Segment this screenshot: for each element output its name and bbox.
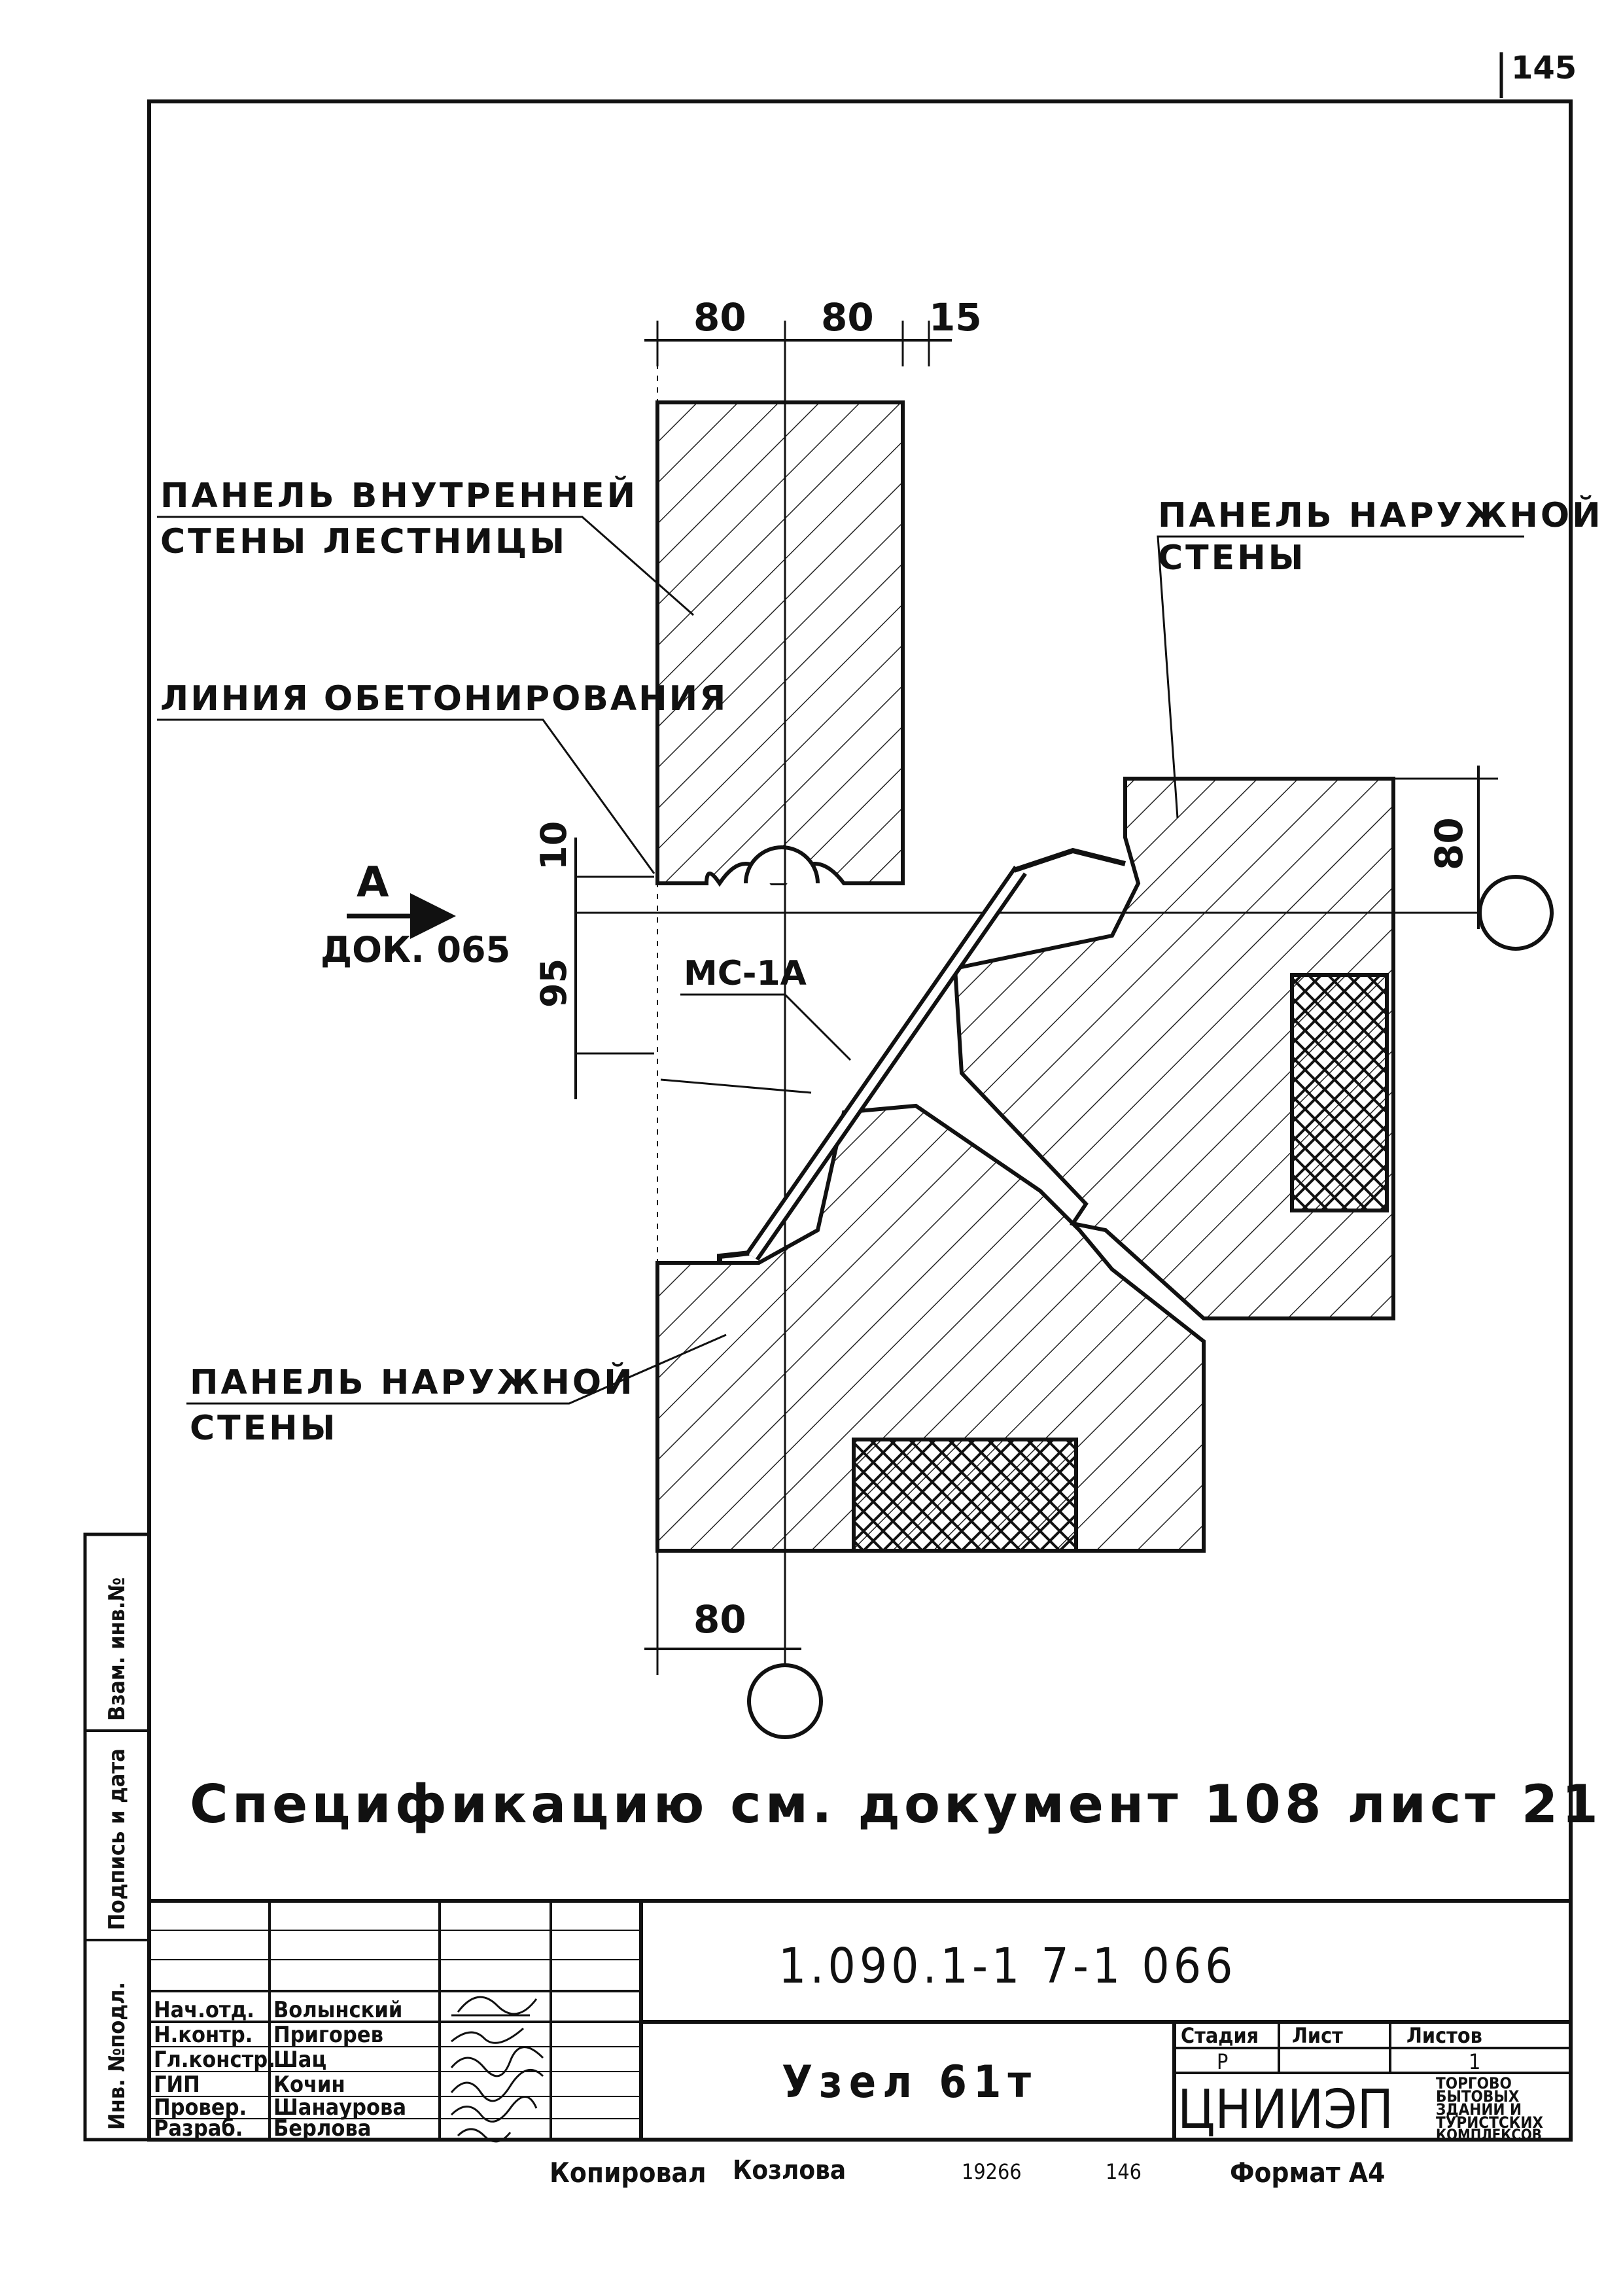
axis-marker-right	[1478, 875, 1554, 951]
staff-name-4: Кочин	[273, 2072, 345, 2098]
dim-top-3: 15	[929, 295, 982, 340]
staff-name-3: Шац	[273, 2047, 326, 2073]
stage-header: Стадия	[1181, 2023, 1259, 2048]
view-reference: ДОК. 065	[321, 929, 510, 970]
staff-name-2: Пригорев	[273, 2022, 383, 2048]
sheet-header: Лист	[1292, 2023, 1343, 2048]
label-inner-panel-line1: ПАНЕЛЬ ВНУТРЕННЕЙ	[160, 476, 638, 516]
sheet-value: 1	[1469, 2049, 1480, 2074]
specification-note: Спецификацию см. документ 108 лист 21	[190, 1774, 1602, 1835]
staff-role-2: Н.контр.	[154, 2022, 253, 2048]
label-outer-panel-top-line2: СТЕНЫ	[1158, 539, 1306, 578]
staff-role-3: Гл.констр.	[154, 2047, 275, 2073]
label-inner-panel: ПАНЕЛЬ ВНУТРЕННЕЙ СТЕНЫ ЛЕСТНИЦЫ	[157, 476, 694, 616]
staff-name-5: Шанаурова	[273, 2094, 406, 2121]
dimension-bottom: 80	[644, 1551, 801, 1675]
label-concreting-line-text: ЛИНИЯ ОБЕТОНИРОВАНИЯ	[160, 679, 727, 718]
drawing-title: Узел 61т	[782, 2057, 1038, 2108]
dimension-top: 80 80 15	[644, 295, 982, 366]
staff-role-5: Провер.	[154, 2094, 247, 2121]
title-block: Нач.отд. Волынский Н.контр. Пригорев Гл.…	[149, 1899, 1571, 2144]
signatures	[450, 1996, 544, 2143]
org-subtitle-3: ЗДАНИЙ И	[1436, 2100, 1522, 2119]
side-stamp-inv: Инв. №подл.	[104, 1982, 130, 2130]
doc-code: 1.090.1-1 7-1 066	[778, 1938, 1236, 1994]
order-number: 19266	[962, 2159, 1022, 2184]
org-subtitle-1: ТОРГОВО	[1436, 2074, 1512, 2093]
label-concreting-line: ЛИНИЯ ОБЕТОНИРОВАНИЯ	[157, 679, 727, 874]
stage-value: Р	[1217, 2049, 1228, 2074]
staff-role-1: Нач.отд.	[154, 1997, 254, 2023]
label-bracket: МС-1А	[660, 954, 852, 1094]
label-outer-panel-top: ПАНЕЛЬ НАРУЖНОЙ СТЕНЫ	[1157, 495, 1603, 819]
dim-top-2: 80	[821, 295, 874, 340]
dim-right: 80	[1427, 817, 1471, 870]
dimension-right: 80	[1393, 766, 1498, 929]
side-stamp-signature: Подпись и дата	[104, 1748, 130, 1930]
label-outer-panel-bottom-line1: ПАНЕЛЬ НАРУЖНОЙ	[190, 1362, 635, 1402]
view-letter: А	[357, 858, 389, 907]
copied-by: Козлова	[733, 2155, 846, 2185]
footer-sheet-number: 146	[1106, 2159, 1142, 2184]
label-outer-panel-bottom-line2: СТЕНЫ	[190, 1409, 338, 1448]
inner-wall-panel	[655, 400, 905, 887]
staff-role-6: Разраб.	[154, 2115, 243, 2142]
label-outer-panel-top-line1: ПАНЕЛЬ НАРУЖНОЙ	[1158, 495, 1603, 535]
format-label: Формат А4	[1230, 2157, 1385, 2189]
drawing-frame	[147, 99, 1573, 2142]
dimension-left: 10 95	[533, 821, 654, 1099]
side-stamp: Инв. №подл. Подпись и дата Взам. инв.№	[83, 1532, 151, 2142]
label-inner-panel-line2: СТЕНЫ ЛЕСТНИЦЫ	[160, 522, 567, 561]
copied-label: Копировал	[550, 2157, 707, 2189]
org-subtitle-5: КОМПЛЕКСОВ	[1436, 2127, 1542, 2144]
page-number: 145	[1511, 50, 1577, 86]
org-subtitle-4: ТУРИСТСКИХ	[1436, 2113, 1543, 2132]
label-outer-panel-bottom: ПАНЕЛЬ НАРУЖНОЙ СТЕНЫ	[186, 1333, 727, 1448]
outer-wall-panel-bottom	[655, 1103, 1206, 1553]
org-subtitle-2: БЫТОВЫХ	[1436, 2087, 1520, 2106]
view-a-marker: А ДОК. 065	[321, 858, 510, 970]
axis-marker-bottom	[747, 1663, 823, 1739]
footer: Копировал Козлова 19266 146 Формат А4	[550, 2155, 1385, 2189]
staff-name-1: Волынский	[273, 1997, 402, 2023]
dim-left-upper: 10	[533, 821, 574, 870]
staff-role-4: ГИП	[154, 2072, 200, 2098]
dim-left-lower: 95	[533, 959, 574, 1008]
sheets-header: Листов	[1406, 2023, 1482, 2048]
staff-name-6: Берлова	[273, 2115, 371, 2142]
bracket-mark: МС-1А	[684, 954, 807, 993]
dim-bottom: 80	[693, 1597, 746, 1642]
organization: ЦНИИЭП	[1178, 2079, 1393, 2141]
steel-bracket	[717, 847, 1126, 1263]
dim-top-1: 80	[693, 295, 746, 340]
side-stamp-replace: Взам. инв.№	[104, 1578, 130, 1721]
